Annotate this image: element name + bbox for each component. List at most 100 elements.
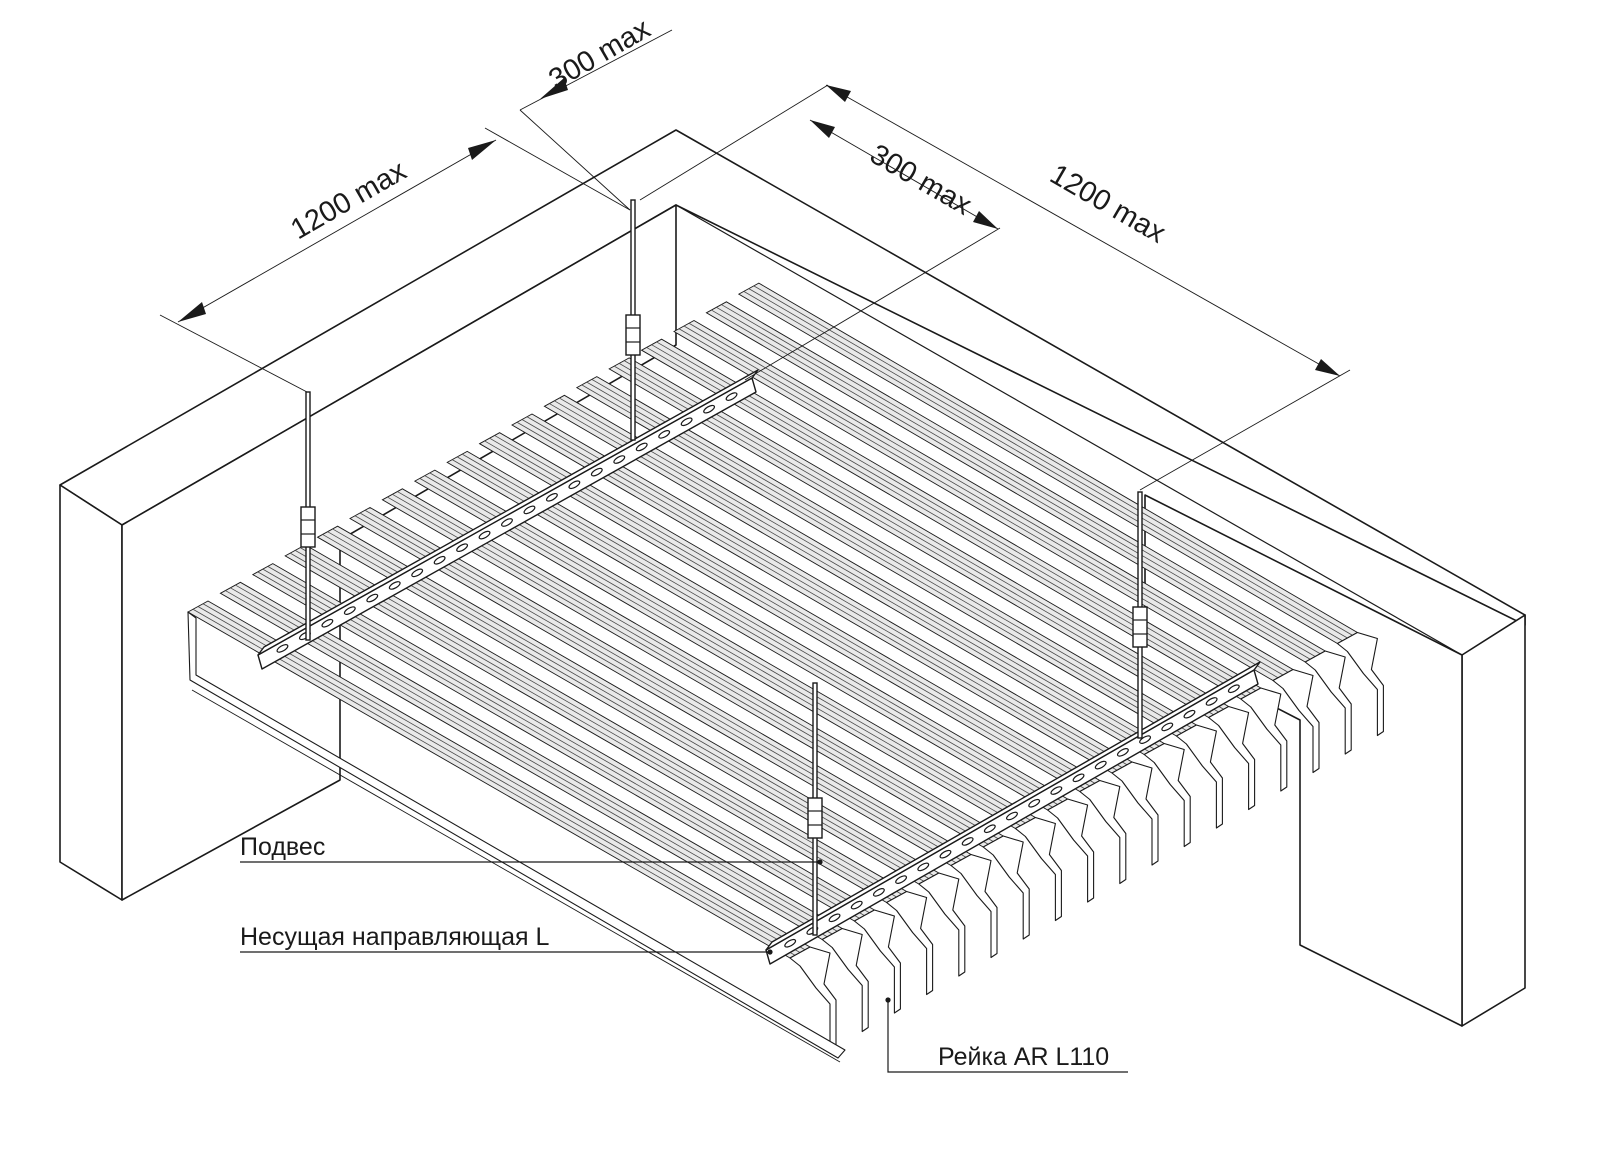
arrowhead [810, 120, 835, 138]
slat-groove-line [359, 512, 962, 861]
arrowhead [178, 302, 206, 322]
slat-groove-line [397, 491, 999, 840]
slat-end-profile [1175, 724, 1223, 829]
carrier-rails [257, 369, 1261, 965]
slat-groove-line [591, 379, 1192, 729]
rail-slot [1072, 773, 1085, 783]
leader-dot [767, 949, 773, 955]
slat-groove-line [197, 606, 801, 953]
rail-slot [366, 593, 379, 603]
carrier-rail-right-flange [765, 661, 1261, 951]
leader-slat [887, 1000, 1128, 1073]
rail-slot [725, 392, 738, 401]
rail-slot [1139, 735, 1152, 744]
arrowhead [1315, 359, 1340, 376]
hanger-spring-clip [300, 506, 316, 548]
rail-slot [635, 442, 648, 452]
slat-groove-line [549, 403, 1150, 753]
slat-groove-line [554, 400, 1155, 750]
slat-groove-line [327, 531, 929, 879]
slat-groove-line [424, 475, 1026, 824]
slat-groove-line [581, 384, 1182, 734]
rail-slot [501, 518, 513, 527]
slat-end-profile [1240, 687, 1288, 792]
slat-groove-line [267, 566, 870, 914]
rail-slot [568, 480, 581, 490]
slat-groove-line [559, 397, 1160, 747]
slat-groove-line [300, 547, 902, 895]
rail-slot [321, 618, 334, 628]
dim-right-offset-ext-b [744, 227, 1001, 381]
slat-groove-line [364, 509, 967, 858]
slat-groove-line [494, 435, 1096, 784]
slat-groove-line [419, 478, 1021, 827]
arrowhead [826, 85, 851, 102]
rail-slot [1205, 697, 1218, 706]
dim-left-ext-b [484, 127, 631, 211]
leader-dot [817, 859, 823, 865]
slat-groove-line [451, 459, 1053, 808]
dim-text-left-offset: 300 max [544, 12, 657, 96]
dim-text-right-offset: 300 max [865, 138, 978, 222]
slat-groove-line [332, 528, 934, 877]
callouts: Подвес Несущая направляющая L Рейка AR L… [240, 833, 1128, 1073]
right-wall-side [1461, 614, 1526, 1027]
slat-groove-line [711, 309, 1311, 660]
rail-slot [1161, 722, 1174, 732]
rail-slot [433, 555, 446, 565]
slat-groove-line [613, 365, 1214, 716]
slat-groove-line [678, 328, 1279, 679]
slat-end-profile [886, 890, 934, 996]
slat-groove-line [202, 603, 806, 951]
rail-slot [1094, 760, 1107, 770]
rail-slot [1227, 684, 1240, 694]
slat-end-profile [1079, 779, 1127, 885]
slat-groove-line [716, 306, 1316, 657]
slat-groove-line [748, 288, 1348, 639]
slat-groove-line [235, 584, 838, 932]
hanger-spring-clip [625, 314, 641, 356]
slat-end-profile [1047, 798, 1095, 903]
slat-groove-line [295, 550, 897, 898]
rail-slot [1006, 811, 1018, 821]
rail-slot [1050, 786, 1063, 795]
slat-groove-line [683, 325, 1284, 676]
slat-groove-line [354, 515, 957, 864]
dim-text-right-width: 1200 max [1045, 158, 1172, 250]
ceiling-structure [59, 129, 1526, 1027]
slat-groove-line [387, 496, 989, 845]
hanger-rods [300, 199, 1148, 936]
slat-edge-profile [187, 611, 846, 1059]
rail-slot [703, 404, 716, 414]
dim-left-ext-a [159, 314, 308, 393]
slat-groove-line [753, 285, 1353, 636]
rail-slot [850, 900, 863, 910]
slat-groove-line [290, 552, 892, 901]
slat-groove-line [688, 322, 1289, 673]
slat-groove-line [743, 291, 1343, 642]
dim-text-left-width: 1200 max [286, 154, 413, 246]
slat-groove-line [392, 493, 994, 842]
rail-slot [983, 824, 996, 834]
rail-slot [961, 837, 974, 846]
rail-slot [456, 543, 469, 553]
slat-edge-line [191, 689, 841, 1063]
slat-groove-line [521, 419, 1123, 768]
slat-groove-line [257, 571, 860, 919]
slat-groove-line [656, 341, 1257, 692]
slat-groove-line [456, 456, 1058, 805]
rail-slot [895, 875, 908, 884]
rail-slot [276, 644, 289, 653]
rail-slot [343, 606, 356, 615]
slat-groove-line [586, 381, 1187, 731]
rail-slot [545, 492, 558, 502]
slat-end-profile [1208, 705, 1256, 811]
dim-line-right-width [825, 84, 1341, 377]
rail-slot [478, 530, 491, 540]
rail-slot [523, 505, 536, 515]
slat-groove-line [225, 590, 828, 938]
dim-line-left-width [177, 139, 497, 323]
leader-dot [885, 997, 891, 1003]
rail-slot [658, 430, 671, 439]
